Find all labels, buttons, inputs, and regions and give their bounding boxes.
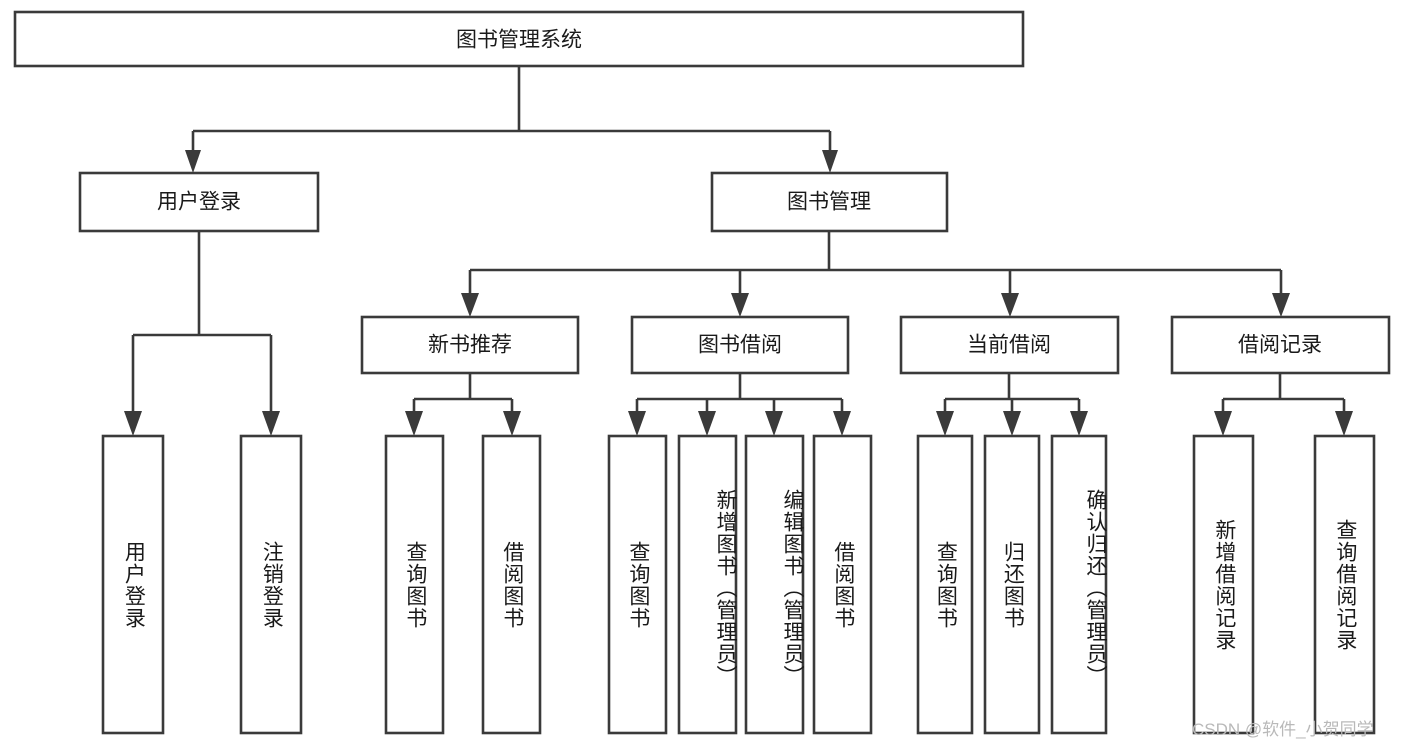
arrow-head-icon	[698, 411, 716, 436]
leaf-box-book-borrow-1[interactable]	[677, 434, 738, 735]
node-book-borrow-label: 图书借阅	[698, 334, 782, 357]
arrow-head-icon	[731, 293, 749, 317]
arrow-head-icon	[405, 411, 423, 436]
arrow-head-icon	[503, 411, 521, 436]
node-book-borrow[interactable]: 图书借阅	[630, 315, 850, 375]
arrow-head-icon	[461, 293, 479, 317]
node-book-management[interactable]: 图书管理	[710, 171, 949, 233]
arrow-head-icon	[185, 150, 201, 173]
leaf-box-book-borrow-2[interactable]	[744, 434, 805, 735]
node-user-login-label: 用户登录	[157, 191, 241, 214]
node-new-book-recommend-box[interactable]	[360, 315, 580, 375]
node-user-login-box[interactable]	[78, 171, 320, 233]
arrow-head-icon	[124, 411, 142, 436]
node-borrow-record-label: 借阅记录	[1238, 334, 1322, 357]
node-root-box[interactable]	[13, 10, 1025, 68]
arrow-head-icon	[1003, 411, 1021, 436]
arrow-head-icon	[1001, 293, 1019, 317]
leaf-box-borrow-record-1[interactable]	[1313, 434, 1376, 735]
node-root-label: 图书管理系统	[456, 29, 582, 52]
node-borrow-record[interactable]: 借阅记录	[1170, 315, 1391, 375]
arrow-head-icon	[1272, 293, 1290, 317]
connector-user-login-to-leaves	[124, 231, 280, 436]
node-user-login[interactable]: 用户登录	[78, 171, 320, 233]
node-current-borrow-box[interactable]	[899, 315, 1120, 375]
arrow-head-icon	[628, 411, 646, 436]
node-book-management-label: 图书管理	[787, 191, 871, 214]
leaf-box-current-borrow-1[interactable]	[983, 434, 1041, 735]
arrow-head-icon	[765, 411, 783, 436]
leaf-box-user-login-1[interactable]	[239, 434, 303, 735]
leaf-box-book-borrow-3[interactable]	[812, 434, 873, 735]
arrow-head-icon	[1070, 411, 1088, 436]
leaf-box-user-login-0[interactable]	[101, 434, 165, 735]
leaf-box-current-borrow-0[interactable]	[916, 434, 974, 735]
connector-root-to-level2	[185, 66, 838, 173]
arrow-head-icon	[936, 411, 954, 436]
node-root[interactable]: 图书管理系统	[13, 10, 1025, 68]
connector-new-book-recommend-to-leaves	[405, 373, 521, 436]
node-new-book-recommend[interactable]: 新书推荐	[360, 315, 580, 375]
node-new-book-recommend-label: 新书推荐	[428, 334, 512, 357]
arrow-head-icon	[833, 411, 851, 436]
connector-borrow-record-to-leaves	[1214, 373, 1353, 436]
arrow-head-icon	[1214, 411, 1232, 436]
arrow-head-icon	[1335, 411, 1353, 436]
leaf-box-book-borrow-0[interactable]	[607, 434, 668, 735]
node-current-borrow-label: 当前借阅	[967, 334, 1051, 357]
leaf-box-new-book-recommend-1[interactable]	[481, 434, 542, 735]
connector-book-management-to-level3	[461, 231, 1290, 317]
csdn-watermark: CSDN @软件_小贺同学	[1192, 720, 1374, 739]
arrow-head-icon	[262, 411, 280, 436]
leaf-box-new-book-recommend-0[interactable]	[384, 434, 445, 735]
arrow-head-icon	[822, 150, 838, 173]
node-current-borrow[interactable]: 当前借阅	[899, 315, 1120, 375]
connector-current-borrow-to-leaves	[936, 373, 1088, 436]
leaf-box-current-borrow-2[interactable]	[1050, 434, 1108, 735]
leaf-box-borrow-record-0[interactable]	[1192, 434, 1255, 735]
connector-book-borrow-to-leaves	[628, 373, 851, 436]
